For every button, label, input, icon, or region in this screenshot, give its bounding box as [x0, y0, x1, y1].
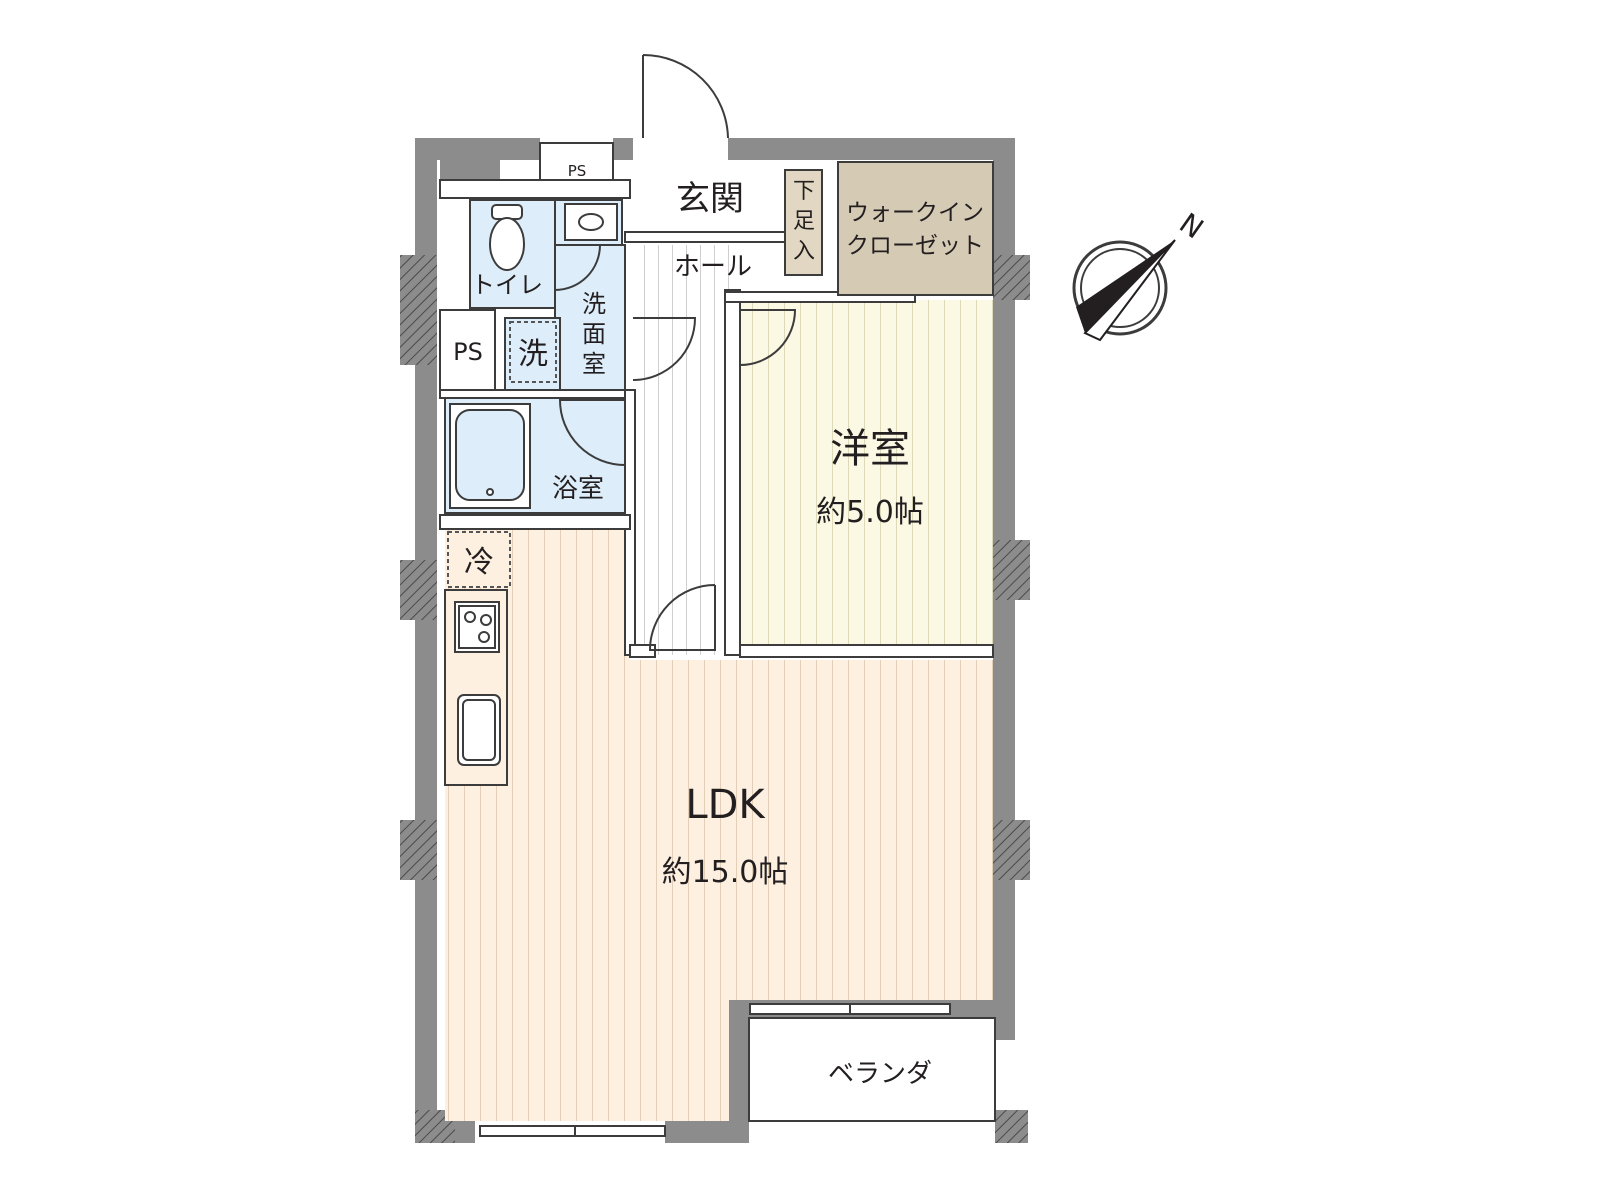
shoe-closet-label-3: 入 — [793, 239, 815, 264]
kitchen-counter — [444, 589, 508, 786]
bathtub — [449, 403, 531, 509]
ps-side-label: PS — [453, 338, 483, 366]
ldk-floor-main — [445, 660, 993, 1000]
washroom-label-1: 洗 — [582, 290, 606, 318]
washroom-label-3: 室 — [582, 350, 606, 378]
fridge-space — [447, 531, 511, 588]
walk-in-closet-label-2: クローゼット — [846, 233, 984, 259]
washer-space — [509, 321, 557, 383]
veranda — [748, 1017, 996, 1122]
fridge-label: 冷 — [464, 545, 494, 580]
bedroom-name: 洋室 — [830, 426, 910, 472]
shoe-closet-label-2: 足 — [793, 209, 815, 234]
shoe-closet-label-1: 下 — [793, 179, 815, 204]
ldk-name: LDK — [685, 782, 766, 828]
walk-in-closet — [837, 161, 994, 296]
walk-in-closet-label-1: ウォークイン — [846, 200, 984, 226]
structural-columns — [400, 255, 1030, 1143]
entrance-label: 玄関 — [676, 179, 744, 219]
washer-label: 洗 — [518, 337, 548, 372]
toilet-fixture — [489, 204, 525, 271]
windows — [479, 1003, 951, 1137]
bedroom-floor — [740, 300, 993, 652]
inner-walls — [439, 179, 994, 658]
hall-floor — [633, 245, 730, 655]
ps-top-box — [539, 142, 614, 181]
entrance-floor — [633, 160, 783, 240]
compass-direction-label: N — [1173, 206, 1209, 245]
ldk-floor-left-lower — [445, 1000, 729, 1121]
veranda-label: ベランダ — [828, 1059, 932, 1089]
ps-top-label: PS — [568, 162, 587, 180]
ldk-area: 約15.0帖 — [662, 855, 789, 890]
shoe-closet — [784, 169, 823, 276]
door-swings — [554, 54, 797, 651]
washroom-label-2: 面 — [582, 320, 606, 348]
toilet-label: トイレ — [471, 271, 543, 299]
hall-label: ホール — [674, 252, 752, 282]
bathroom-label: 浴室 — [552, 474, 604, 504]
north-arrow-icon — [1072, 239, 1176, 342]
wash-basin — [564, 203, 618, 241]
bedroom-area: 約5.0帖 — [816, 495, 924, 530]
